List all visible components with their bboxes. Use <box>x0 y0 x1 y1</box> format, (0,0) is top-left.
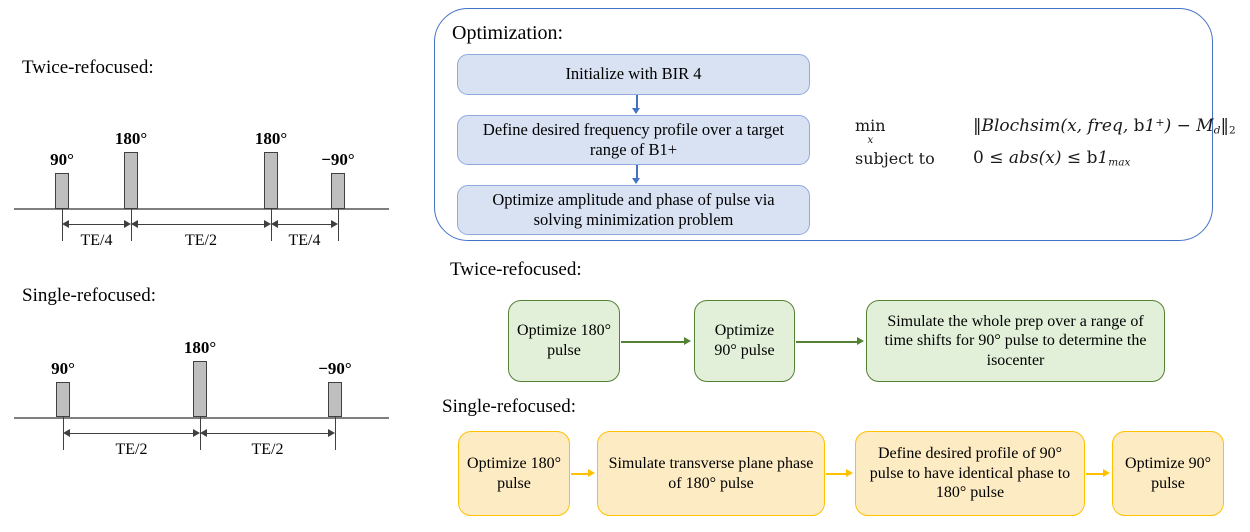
green-step-optimize-90[interactable]: Optimize 90° pulse <box>694 300 795 382</box>
pulse-bar-90 <box>55 173 69 209</box>
single-refocused-sequence-title: Single-refocused: <box>22 285 157 306</box>
sequence-baseline <box>14 417 389 419</box>
optimization-connector-2 <box>632 165 642 185</box>
optimization-heading: Optimization: <box>452 22 564 44</box>
yellow-step-optimize-90[interactable]: Optimize 90° pulse <box>1112 431 1224 516</box>
yellow-step-define-profile[interactable]: Define desired profile of 90° pulse to h… <box>855 431 1085 516</box>
optimization-step-initialize[interactable]: Initialize with BIR 4 <box>457 54 810 95</box>
twice-refocused-sequence-title: Twice-refocused: <box>22 57 154 78</box>
optimization-connector-1 <box>632 95 642 115</box>
optimization-container <box>434 8 1213 241</box>
equation-min-label: min x <box>855 116 886 146</box>
pulse-label-180-first: 180° <box>114 129 148 148</box>
equation-objective-expression: ‖Blochsim(x, freq, b1+) − Md‖2 <box>973 116 1236 137</box>
single-refocused-sequence-diagram: 90° 180° −90° TE/2 TE/2 <box>0 330 420 480</box>
yellow-step-optimize-180[interactable]: Optimize 180° pulse <box>458 431 570 516</box>
green-step-optimize-180[interactable]: Optimize 180° pulse <box>508 300 620 382</box>
pulse-bar-minus-90 <box>331 173 345 209</box>
pulse-label-90: 90° <box>51 359 75 378</box>
interval-label-te4-first: TE/4 <box>80 232 113 249</box>
yellow-connector-2 <box>826 468 855 479</box>
pulse-label-minus-90: −90° <box>318 359 352 378</box>
yellow-connector-1 <box>571 468 597 479</box>
pulse-label-180-second: 180° <box>254 129 288 148</box>
pulse-bar-180-first <box>124 152 138 209</box>
optimization-step-define-profile[interactable]: Define desired frequency profile over a … <box>457 115 810 165</box>
interval-label-te2-first: TE/2 <box>115 441 148 458</box>
green-connector-1 <box>621 336 693 347</box>
yellow-step-simulate-phase[interactable]: Simulate transverse plane phase of 180° … <box>597 431 825 516</box>
equation-subject-to-label: subject to <box>855 149 935 168</box>
green-connector-2 <box>796 336 866 347</box>
pulse-bar-minus-90 <box>328 382 342 417</box>
equation-constraint-expression: 0 ≤ abs(x) ≤ b1max <box>973 148 1131 169</box>
sequence-baseline <box>14 208 389 210</box>
pulse-bar-90 <box>56 382 70 417</box>
pulse-label-180: 180° <box>183 338 217 357</box>
interval-label-te2-second: TE/2 <box>251 441 284 458</box>
pulse-label-minus-90: −90° <box>321 150 355 169</box>
interval-tick <box>335 417 337 450</box>
pulse-bar-180 <box>193 361 207 417</box>
interval-label-te2: TE/2 <box>185 232 217 249</box>
interval-tick <box>338 208 340 241</box>
single-refocused-workflow-title: Single-refocused: <box>442 396 577 417</box>
twice-refocused-workflow-title: Twice-refocused: <box>450 259 582 280</box>
optimization-equation: min x ‖Blochsim(x, freq, b1+) − Md‖2 sub… <box>855 116 1236 178</box>
twice-refocused-sequence-diagram: 90° 180° 180° −90° TE/4 TE/2 TE/4 <box>0 120 420 270</box>
interval-label-te4-second: TE/4 <box>288 232 321 249</box>
optimization-step-optimize-amp-phase[interactable]: Optimize amplitude and phase of pulse vi… <box>457 185 810 235</box>
yellow-connector-3 <box>1086 468 1112 479</box>
pulse-bar-180-second <box>264 152 278 209</box>
pulse-label-90: 90° <box>50 150 74 169</box>
green-step-simulate-isocenter[interactable]: Simulate the whole prep over a range of … <box>866 300 1165 382</box>
